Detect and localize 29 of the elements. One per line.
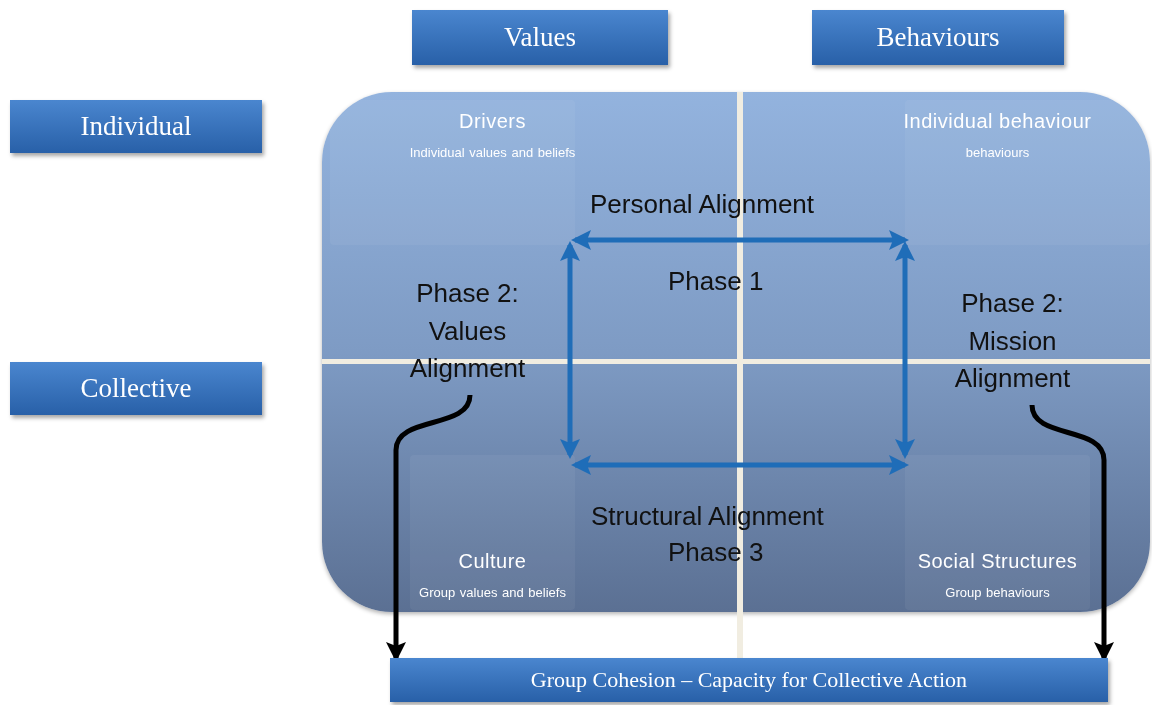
arrow bbox=[571, 455, 909, 475]
arrow bbox=[571, 230, 909, 250]
quadrant-area bbox=[905, 100, 1150, 245]
quadrant-area bbox=[905, 455, 1090, 610]
header-label: Collective bbox=[80, 373, 192, 404]
quadrant-title: Drivers bbox=[459, 110, 526, 133]
matrix-panel bbox=[322, 92, 1150, 612]
quadrant-subtitle: Individual values and beliefs bbox=[409, 145, 576, 160]
quadrant-subtitle: Group values and beliefs bbox=[419, 585, 566, 600]
row-header bbox=[10, 100, 262, 153]
header-label: Behaviours bbox=[876, 22, 1000, 53]
header-label: Values bbox=[504, 22, 576, 53]
quadrant-area bbox=[410, 455, 575, 610]
header-label: Group Cohesion – Capacity for Collective Action bbox=[530, 667, 968, 693]
row-header bbox=[10, 362, 262, 415]
alignment-label: Personal Alignment bbox=[590, 189, 815, 220]
arrow bbox=[895, 241, 915, 459]
quadrant-subtitle: Group behaviours bbox=[945, 585, 1050, 600]
quadrant-title: Culture bbox=[458, 550, 527, 573]
quadrant-area bbox=[330, 100, 575, 245]
header-label: Individual bbox=[80, 111, 192, 142]
quadrant-subtitle: behaviours bbox=[965, 145, 1030, 160]
quadrant-title: Social Structures bbox=[917, 550, 1078, 573]
column-header bbox=[812, 10, 1064, 65]
column-header bbox=[412, 10, 668, 65]
result-bar bbox=[390, 658, 1108, 702]
phase-label: Phase 2: Mission Alignment bbox=[954, 288, 1071, 394]
arrow bbox=[560, 241, 580, 459]
quadrant-title: Individual behaviour bbox=[903, 110, 1092, 133]
